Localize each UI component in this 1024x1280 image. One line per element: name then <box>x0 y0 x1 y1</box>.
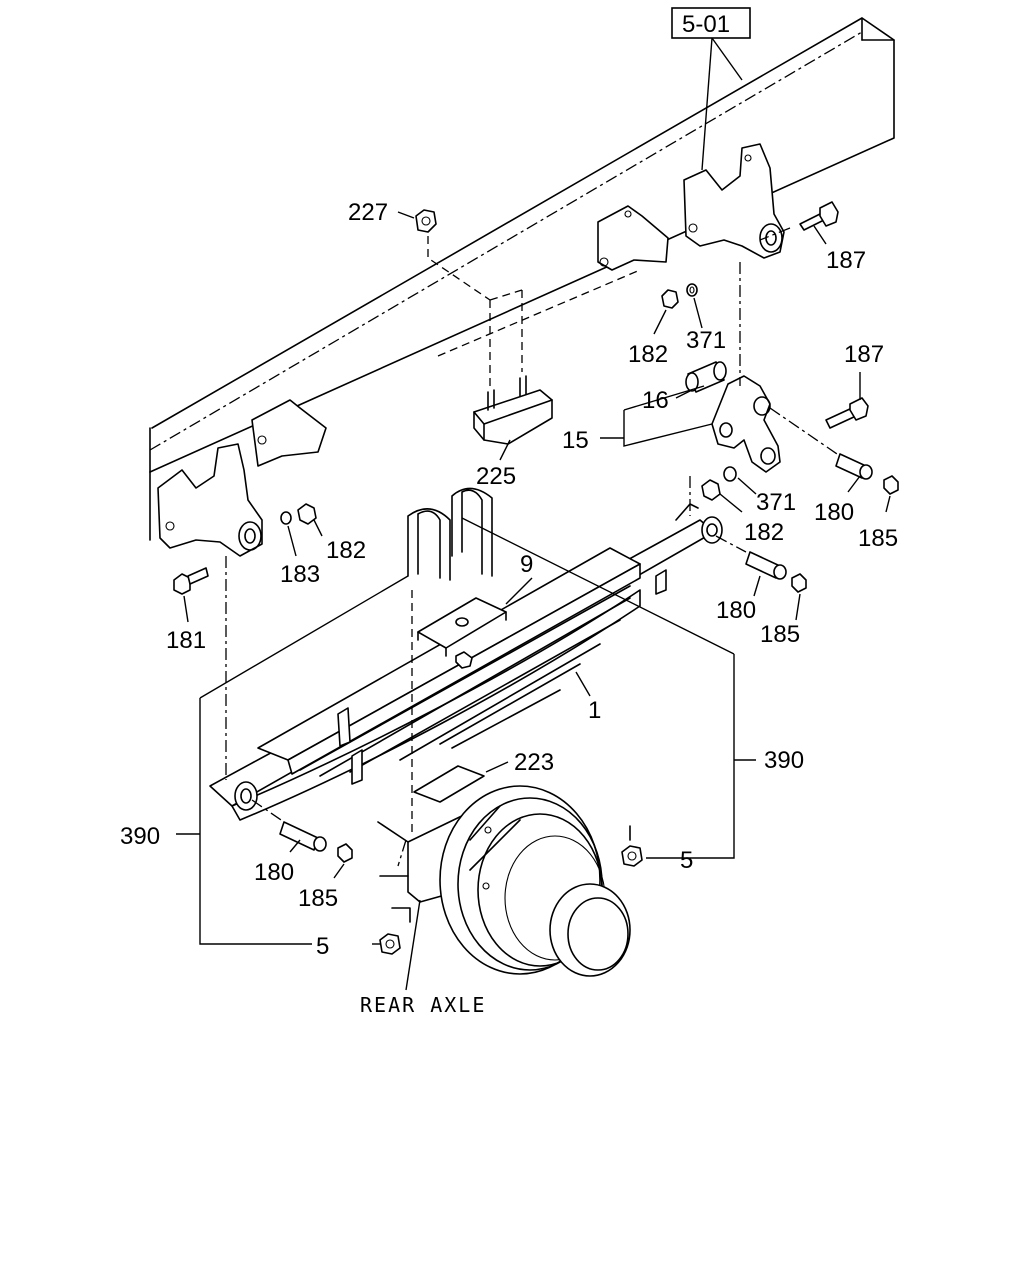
nut-227 <box>415 209 491 301</box>
label-390-right[interactable]: 390 <box>764 747 804 774</box>
frame-bracket-left <box>251 399 327 467</box>
label-187-top[interactable]: 187 <box>826 247 866 274</box>
rear-axle-caption: REAR AXLE <box>360 993 486 1017</box>
shackle <box>685 361 781 473</box>
nut-5-left <box>379 933 401 955</box>
pin-180-mid <box>769 407 899 495</box>
nut-182-top <box>661 283 698 309</box>
shim-plate <box>413 765 485 803</box>
rear-spring-hanger <box>157 443 263 557</box>
part-labels: 227 187 182 371 187 16 15 225 371 180 18… <box>120 199 898 1017</box>
label-371-top[interactable]: 371 <box>686 327 726 354</box>
bumper-stopper <box>437 269 641 445</box>
spacer-plate <box>417 597 507 669</box>
bolt-187-top <box>759 201 839 241</box>
label-181[interactable]: 181 <box>166 627 206 654</box>
label-185-right[interactable]: 185 <box>760 621 800 648</box>
label-182-left[interactable]: 182 <box>326 537 366 564</box>
label-225[interactable]: 225 <box>476 463 516 490</box>
label-185-mid[interactable]: 185 <box>858 525 898 552</box>
bolt-187-mid <box>825 397 869 429</box>
label-9[interactable]: 9 <box>520 551 533 578</box>
label-180-right[interactable]: 180 <box>716 597 756 624</box>
label-227[interactable]: 227 <box>348 199 388 226</box>
label-16[interactable]: 16 <box>642 387 669 414</box>
label-183[interactable]: 183 <box>280 561 320 588</box>
label-182-mid[interactable]: 182 <box>744 519 784 546</box>
center-lines <box>225 262 741 867</box>
u-bolts <box>407 487 493 581</box>
reference-label: 5-01 <box>682 11 730 38</box>
label-5-left[interactable]: 5 <box>316 933 329 960</box>
nut-182-mid <box>701 466 737 501</box>
front-spring-hanger <box>683 143 785 259</box>
label-15[interactable]: 15 <box>562 427 589 454</box>
pin-180-bottom <box>251 799 353 863</box>
bolt-181 <box>173 567 209 595</box>
label-182-top[interactable]: 182 <box>628 341 668 368</box>
nut-5-right <box>621 845 643 867</box>
label-187-mid[interactable]: 187 <box>844 341 884 368</box>
reference-box-5-01[interactable]: 5-01 <box>671 7 751 171</box>
label-1[interactable]: 1 <box>588 697 601 724</box>
rear-axle-hub <box>377 785 631 977</box>
label-390-left[interactable]: 390 <box>120 823 160 850</box>
label-180-bottom[interactable]: 180 <box>254 859 294 886</box>
label-5-right[interactable]: 5 <box>680 847 693 874</box>
label-223[interactable]: 223 <box>514 749 554 776</box>
label-180-mid[interactable]: 180 <box>814 499 854 526</box>
nut-182-left <box>280 503 317 525</box>
label-185-bottom[interactable]: 185 <box>298 885 338 912</box>
leader-lines <box>176 211 891 991</box>
pin-180-right <box>715 535 807 593</box>
frame-bracket-middle <box>597 205 669 271</box>
label-371-mid[interactable]: 371 <box>756 489 796 516</box>
